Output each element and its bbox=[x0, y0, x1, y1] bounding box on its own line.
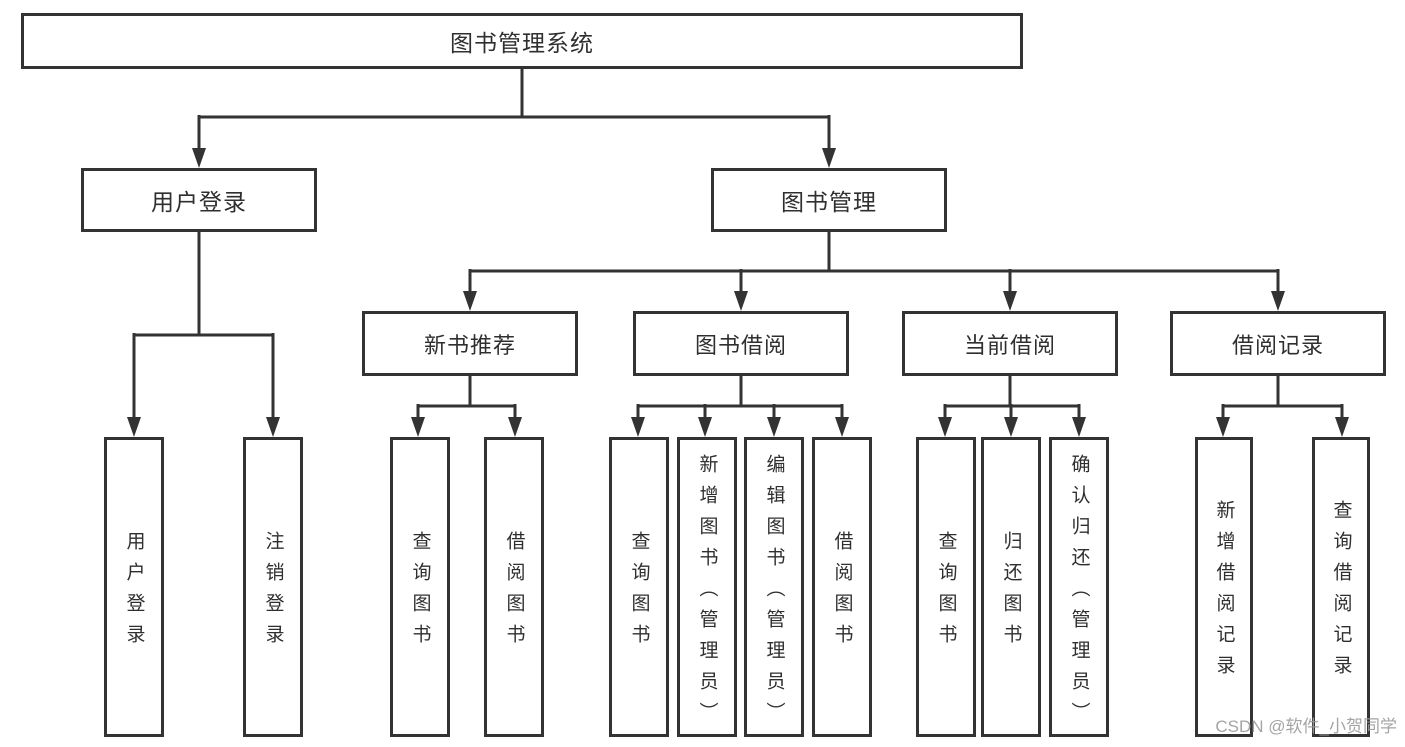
leaf-add-book-admin: 新增图书（管理员） bbox=[677, 437, 737, 737]
node-book-management: 图书管理 bbox=[711, 168, 947, 232]
arrowhead-icon bbox=[631, 417, 645, 437]
leaf-label: 新增借阅记录 bbox=[1213, 500, 1235, 686]
arrowhead-icon bbox=[411, 417, 425, 437]
leaf-query-books-recommend: 查询图书 bbox=[390, 437, 450, 737]
leaf-label: 用户登录 bbox=[123, 531, 145, 655]
leaf-label: 编辑图书（管理员） bbox=[763, 453, 785, 733]
leaf-logout: 注销登录 bbox=[243, 437, 303, 737]
arrowhead-icon bbox=[1003, 291, 1017, 311]
connectors-current-borrow bbox=[938, 376, 1086, 437]
node-user-login: 用户登录 bbox=[81, 168, 317, 232]
connectors-new-book bbox=[411, 376, 522, 437]
arrowhead-icon bbox=[127, 417, 141, 437]
arrowhead-icon bbox=[266, 417, 280, 437]
leaf-label: 查询图书 bbox=[628, 531, 650, 655]
arrowhead-icon bbox=[835, 417, 849, 437]
node-current-borrowing: 当前借阅 bbox=[902, 311, 1118, 376]
leaf-confirm-return-admin: 确认归还（管理员） bbox=[1049, 437, 1109, 737]
leaf-label: 借阅图书 bbox=[831, 531, 853, 655]
leaf-user-login: 用户登录 bbox=[104, 437, 164, 737]
leaf-return-books: 归还图书 bbox=[981, 437, 1041, 737]
arrowhead-icon bbox=[1335, 417, 1349, 437]
arrowhead-icon bbox=[1216, 417, 1230, 437]
arrowhead-icon bbox=[734, 291, 748, 311]
leaf-query-books-current: 查询图书 bbox=[916, 437, 976, 737]
connectors-book-borrow bbox=[631, 376, 849, 437]
arrowhead-icon bbox=[767, 417, 781, 437]
leaf-borrow-books-recommend: 借阅图书 bbox=[484, 437, 544, 737]
node-new-book-recommend: 新书推荐 bbox=[362, 311, 578, 376]
leaf-borrow-books-borrow: 借阅图书 bbox=[812, 437, 872, 737]
connectors-root bbox=[192, 69, 836, 168]
arrowhead-icon bbox=[463, 291, 477, 311]
leaf-label: 归还图书 bbox=[1000, 531, 1022, 655]
csdn-watermark: CSDN @软件_小贺同学 bbox=[1215, 717, 1397, 736]
leaf-label: 查询图书 bbox=[935, 531, 957, 655]
node-borrowing-records: 借阅记录 bbox=[1170, 311, 1386, 376]
connectors-user-login bbox=[127, 232, 280, 437]
leaf-edit-book-admin: 编辑图书（管理员） bbox=[744, 437, 804, 737]
arrowhead-icon bbox=[1072, 417, 1086, 437]
leaf-query-borrow-record: 查询借阅记录 bbox=[1312, 437, 1370, 737]
leaf-add-borrow-record: 新增借阅记录 bbox=[1195, 437, 1253, 737]
leaf-query-books-borrow: 查询图书 bbox=[609, 437, 669, 737]
arrowhead-icon bbox=[1004, 417, 1018, 437]
leaf-label: 借阅图书 bbox=[503, 531, 525, 655]
arrowhead-icon bbox=[698, 417, 712, 437]
arrowhead-icon bbox=[822, 148, 836, 168]
leaf-label: 查询图书 bbox=[409, 531, 431, 655]
leaf-label: 查询借阅记录 bbox=[1330, 500, 1352, 686]
leaf-label: 注销登录 bbox=[262, 531, 284, 655]
node-book-borrowing: 图书借阅 bbox=[633, 311, 849, 376]
connectors-borrow-records bbox=[1216, 376, 1349, 437]
node-root: 图书管理系统 bbox=[21, 13, 1023, 69]
leaf-label: 确认归还（管理员） bbox=[1068, 453, 1090, 733]
connectors-book-management bbox=[463, 232, 1285, 311]
arrowhead-icon bbox=[1271, 291, 1285, 311]
arrowhead-icon bbox=[192, 148, 206, 168]
arrowhead-icon bbox=[938, 417, 952, 437]
arrowhead-icon bbox=[508, 417, 522, 437]
leaf-label: 新增图书（管理员） bbox=[696, 453, 718, 733]
